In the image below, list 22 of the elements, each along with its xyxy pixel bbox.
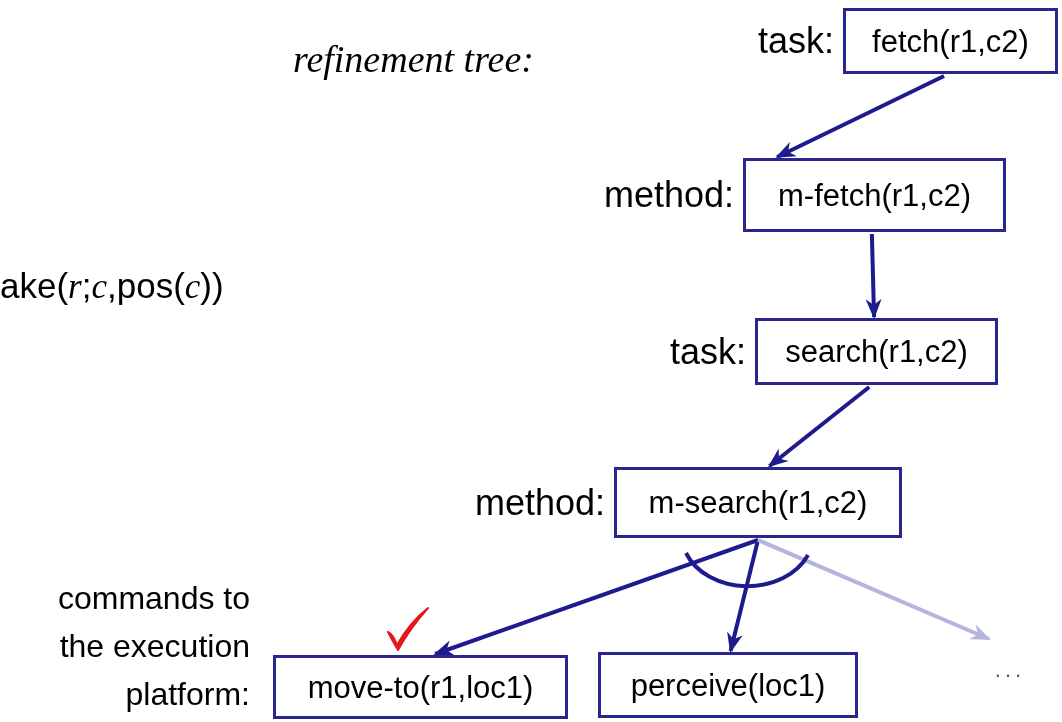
- node-kind-label: method:: [474, 484, 605, 521]
- arrow: [775, 74, 945, 159]
- node-label: m-search(r1,c2): [648, 487, 868, 518]
- node-label: move-to(r1,loc1): [307, 671, 534, 703]
- node-label: perceive(loc1): [630, 669, 826, 701]
- arrow: [433, 538, 759, 656]
- node-label: fetch(r1,c2): [872, 25, 1029, 57]
- tree-title: refinement tree:: [293, 40, 534, 78]
- node-kind-label: task:: [757, 23, 834, 59]
- arrow: [727, 539, 760, 653]
- node-box: [273, 655, 568, 719]
- node-kind-label: method:: [603, 177, 734, 213]
- formula-text: ake(r;c,pos(c)): [0, 268, 224, 304]
- node-box: [598, 652, 858, 718]
- commands-note: commands to the execution platform:: [56, 579, 250, 714]
- arrow: [767, 385, 871, 468]
- node-label: m-fetch(r1,c2): [778, 179, 971, 211]
- node-kind-label: task:: [669, 333, 746, 370]
- node-label: search(r1,c2): [785, 336, 968, 367]
- arrow: [865, 233, 882, 319]
- node-label: ...: [994, 659, 1026, 681]
- arrow: [757, 538, 991, 641]
